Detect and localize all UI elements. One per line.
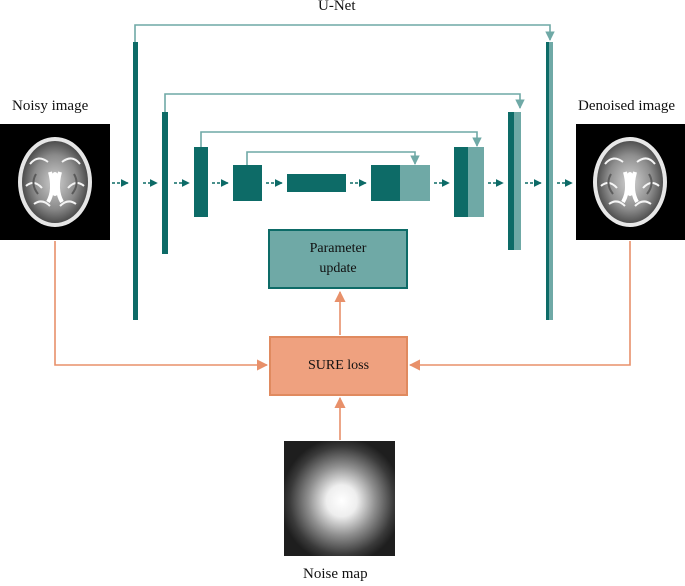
- mri-brain-icon: [18, 137, 92, 227]
- encoder-block-2: [162, 112, 168, 254]
- decoder-block-1-dark: [546, 42, 549, 320]
- noisy-image: [0, 124, 110, 240]
- decoder-block-4-light: [400, 165, 430, 201]
- skip-connection-1: [134, 24, 555, 42]
- decoder-block-4-dark: [371, 165, 400, 201]
- decoder-block-1-light: [549, 42, 553, 320]
- denoised-image-label: Denoised image: [578, 98, 676, 114]
- encoder-block-1: [133, 42, 138, 320]
- decoder-block-3-light: [468, 147, 484, 217]
- noise-map-icon: [284, 441, 395, 556]
- skip-connection-2: [164, 93, 525, 112]
- sure-loss-label: SURE loss: [307, 358, 370, 373]
- sure-loss-box: SURE loss: [269, 336, 408, 396]
- skip-connection-3: [200, 131, 482, 147]
- noise-map-label: Noise map: [303, 566, 368, 582]
- denoised-image: [576, 124, 685, 240]
- parameter-update-line1: Parameter: [309, 241, 367, 256]
- parameter-update-line2: update: [319, 261, 357, 276]
- encoder-block-3: [194, 147, 208, 217]
- skip-connection-4: [246, 151, 420, 165]
- noisy-to-loss-arrow: [54, 241, 269, 371]
- encoder-block-4: [233, 165, 262, 201]
- noise-map-image: [284, 441, 395, 556]
- decoder-block-2-dark: [508, 112, 514, 250]
- noisy-image-label: Noisy image: [12, 98, 89, 114]
- bottleneck-block: [287, 174, 346, 192]
- unet-title: U-Net: [318, 0, 356, 14]
- decoder-block-2-light: [514, 112, 521, 250]
- denoised-to-loss-arrow: [408, 241, 631, 371]
- mri-brain-icon: [593, 137, 667, 227]
- decoder-block-3-dark: [454, 147, 468, 217]
- parameter-update-box: Parameter update: [268, 229, 408, 289]
